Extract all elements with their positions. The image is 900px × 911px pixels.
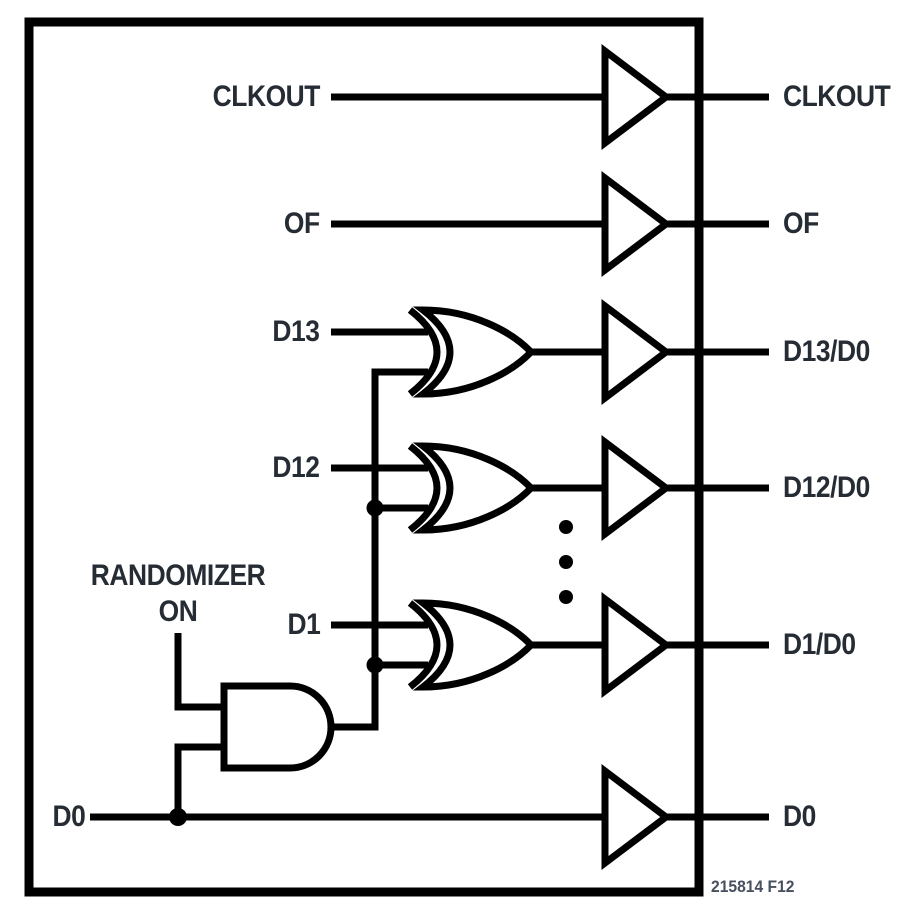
xor-back-arc [407,307,441,397]
xor-body [412,442,536,534]
xor-back-arc [407,600,441,690]
xor-body [412,306,536,398]
ellipsis-dot [559,520,573,534]
buffer-clkout-icon [601,43,672,151]
input-label-d13: D13 [272,315,321,348]
and-body [220,682,335,772]
xor-gate-d13-icon [407,306,536,398]
randomizer-on-label-line1: RANDOMIZER [90,559,266,592]
figure-caption: 215814 F12 [711,877,795,896]
output-label-d0: D0 [783,800,816,833]
junction-dot [169,808,187,826]
xor-gate-d12-icon [407,442,536,534]
buffer-d0-icon [601,763,672,871]
ellipsis-dot [559,590,573,604]
junction-dot [366,499,384,517]
output-label-clkout: CLKOUT [783,80,891,113]
randomizer-on-label: RANDOMIZER ON [72,558,283,630]
ellipsis-dots-icon [559,520,573,604]
wires [90,93,769,821]
input-label-d0: D0 [52,800,85,833]
output-buffers [601,43,672,871]
buffer-d1d0-icon [601,591,672,699]
output-label-d12d0: D12/D0 [783,471,870,504]
buffer-of-icon [601,170,672,278]
output-label-d13d0: D13/D0 [783,335,870,368]
input-label-of: OF [284,207,320,240]
output-label-d1d0: D1/D0 [783,628,856,661]
randomizer-on-label-line2: ON [158,595,198,628]
junction-dots [169,499,384,826]
and-gate-icon [220,682,335,772]
wire-d0-to-and [174,743,230,817]
wire-randomizer-on [174,633,230,711]
ellipsis-dot [559,555,573,569]
buffer-d13d0-icon [601,298,672,406]
junction-dot [366,656,384,674]
output-label-of: OF [783,207,819,240]
xor-body [412,599,536,691]
input-label-clkout: CLKOUT [212,80,321,113]
buffer-d12d0-icon [601,434,672,542]
xor-gate-d1-icon [407,599,536,691]
input-label-d1: D1 [287,608,320,641]
wire-feedback-trunk [331,368,428,731]
chip-outline-box [24,17,704,897]
input-label-d12: D12 [272,451,321,484]
xor-back-arc [407,443,441,533]
